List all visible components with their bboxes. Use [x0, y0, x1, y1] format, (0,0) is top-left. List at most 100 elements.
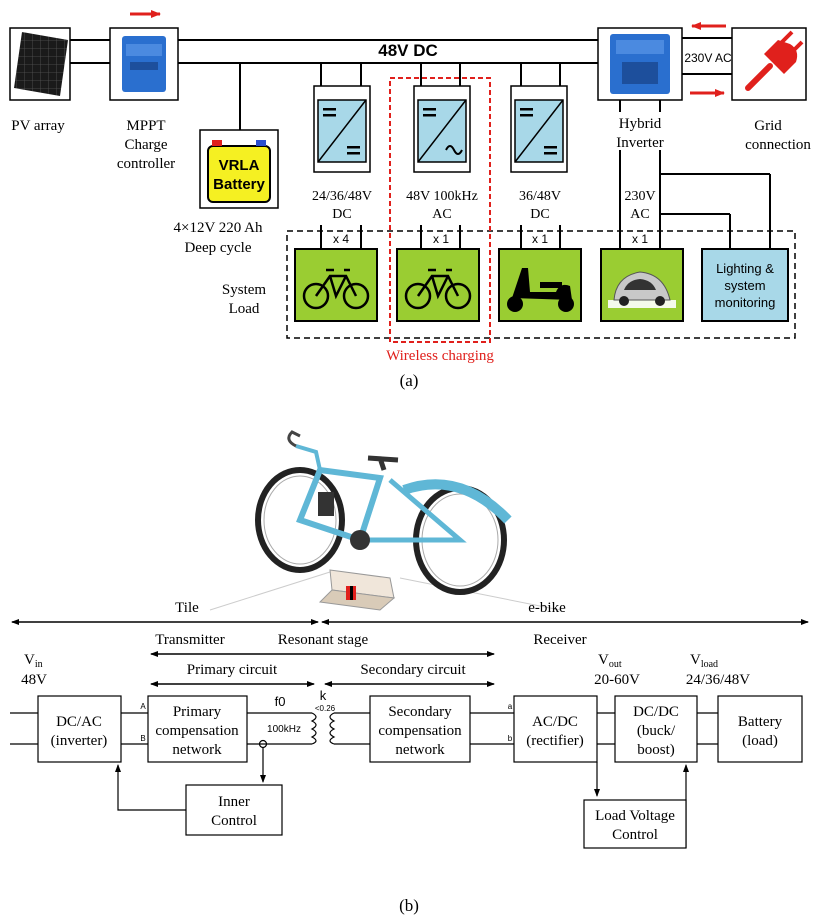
primary-label-2: compensation — [155, 723, 239, 739]
primary-compensation-block — [147, 695, 248, 763]
acdc-label-1: AC/DC — [532, 714, 578, 730]
secondary-circuit-label: Secondary circuit — [360, 662, 466, 678]
dcdc-label-3: boost) — [637, 742, 675, 758]
dcac-converter-icon — [417, 99, 467, 163]
system-load-area — [286, 230, 796, 339]
bicycle-icon — [404, 268, 472, 310]
f0-label: f0 — [275, 694, 286, 709]
plug-icon — [745, 30, 804, 91]
dcdc-block — [614, 695, 698, 763]
converter-1-out-2: DC — [332, 207, 351, 222]
lvc-label-1: Load Voltage — [595, 808, 675, 824]
freq-label: 100kHz — [267, 724, 301, 735]
load-wireless-ebike-tile — [396, 248, 480, 322]
count-3: x 1 — [532, 232, 548, 246]
converter-2-out-2: AC — [432, 207, 451, 222]
transformer-coil-icon — [310, 712, 336, 745]
svg-text:20-60V: 20-60V — [594, 672, 640, 688]
primary-label-1: Primary — [173, 704, 222, 720]
wireless-charging-highlight — [389, 77, 491, 343]
primary-label-3: network — [172, 742, 222, 758]
dcac-label-2: (inverter) — [51, 733, 108, 749]
secondary-compensation-block — [369, 695, 471, 763]
bicycle-icon — [302, 268, 370, 310]
system-load-label-2: Load — [229, 301, 260, 317]
vload-label: Vload 24/36/48V — [686, 652, 750, 688]
ebike-label: e-bike — [528, 600, 566, 616]
mppt-device-icon — [122, 36, 166, 92]
count-4: x 1 — [632, 232, 648, 246]
terminal-a-lower: a — [508, 702, 513, 711]
lighting-label-2: system — [724, 278, 765, 293]
tile-label: Tile — [175, 600, 199, 616]
ebike-illustration — [209, 430, 561, 611]
battery-desc-2: Deep cycle — [184, 240, 251, 256]
inner-control-label-2: Control — [211, 813, 257, 829]
acdc-block — [513, 695, 598, 763]
inner-control-label-1: Inner — [218, 794, 250, 810]
resonant-label: Resonant stage — [278, 632, 369, 648]
terminal-a: A — [140, 702, 146, 711]
lighting-label-1: Lighting & — [716, 261, 774, 276]
mppt-label-2: Charge — [124, 137, 167, 153]
dcdc-converter-icon — [514, 99, 564, 163]
terminal-b-lower: b — [508, 734, 513, 743]
grid-label-2: connection — [745, 137, 811, 153]
svg-text:Vout: Vout — [598, 652, 622, 670]
pv-array-label: PV array — [11, 118, 65, 134]
battery-load-label-1: Battery — [738, 714, 783, 730]
dcdc-label-2: (buck/ — [637, 723, 676, 739]
scooter-icon — [507, 268, 574, 312]
mppt-label-3: controller — [117, 156, 175, 172]
secondary-label-1: Secondary — [388, 704, 452, 720]
grid-label-1: Grid — [754, 118, 782, 134]
svg-text:48V: 48V — [21, 672, 47, 688]
mppt-label-1: MPPT — [126, 118, 165, 134]
bus-label: 48V DC — [378, 41, 438, 60]
dcac-label-1: DC/AC — [56, 714, 102, 730]
secondary-label-2: compensation — [378, 723, 462, 739]
panel-b: Tile e-bike Transmitter Resonant stage R… — [10, 430, 809, 915]
battery-text-2: Battery — [213, 176, 265, 193]
load-scooter-tile — [498, 248, 582, 322]
lighting-label-3: monitoring — [715, 295, 776, 310]
hybrid-label-1: Hybrid — [619, 116, 662, 132]
battery-load-label-2: (load) — [742, 733, 778, 749]
load-ev-tile — [600, 248, 684, 322]
converter-3-out-1: 36/48V — [519, 189, 561, 204]
transmitter-label: Transmitter — [155, 632, 224, 648]
converter-2-out-1: 48V 100kHz — [406, 189, 478, 204]
k-value: <0.26 — [315, 704, 336, 713]
acdc-label-2: (rectifier) — [526, 733, 583, 749]
ac-label: 230V AC — [684, 51, 732, 65]
primary-circuit-label: Primary circuit — [187, 662, 278, 678]
secondary-label-3: network — [395, 742, 445, 758]
count-1: x 4 — [333, 232, 349, 246]
lvc-label-2: Control — [612, 827, 658, 843]
load-ebike-tile — [294, 248, 378, 322]
vout-label: Vout 20-60V — [594, 652, 640, 688]
k-label: k — [320, 688, 327, 703]
hybrid-label-2: Inverter — [616, 135, 663, 151]
svg-text:Vload: Vload — [690, 652, 718, 670]
converter-3-out-2: DC — [530, 207, 549, 222]
electric-car-icon — [608, 271, 676, 308]
svg-text:Vin: Vin — [24, 652, 43, 670]
dcdc-converter-icon — [317, 99, 367, 163]
charging-tile-icon — [318, 569, 396, 611]
load-voltage-control-block — [583, 799, 687, 849]
terminal-b: B — [140, 734, 145, 743]
wireless-label: Wireless charging — [386, 348, 494, 364]
vin-label: Vin 48V — [21, 652, 47, 688]
receiver-label: Receiver — [533, 632, 586, 648]
svg-text:24/36/48V: 24/36/48V — [686, 672, 750, 688]
lighting-tile: Lighting & system monitoring — [701, 248, 789, 322]
panel-a: PV array MPPT Charge controller 48V DC V… — [9, 10, 811, 390]
converter-1-out-1: 24/36/48V — [312, 189, 372, 204]
dcac-block — [37, 695, 122, 763]
pv-panel-icon — [14, 32, 68, 96]
inverter-device-icon — [610, 34, 670, 94]
caption-b: (b) — [399, 896, 419, 915]
caption-a: (a) — [400, 371, 419, 390]
